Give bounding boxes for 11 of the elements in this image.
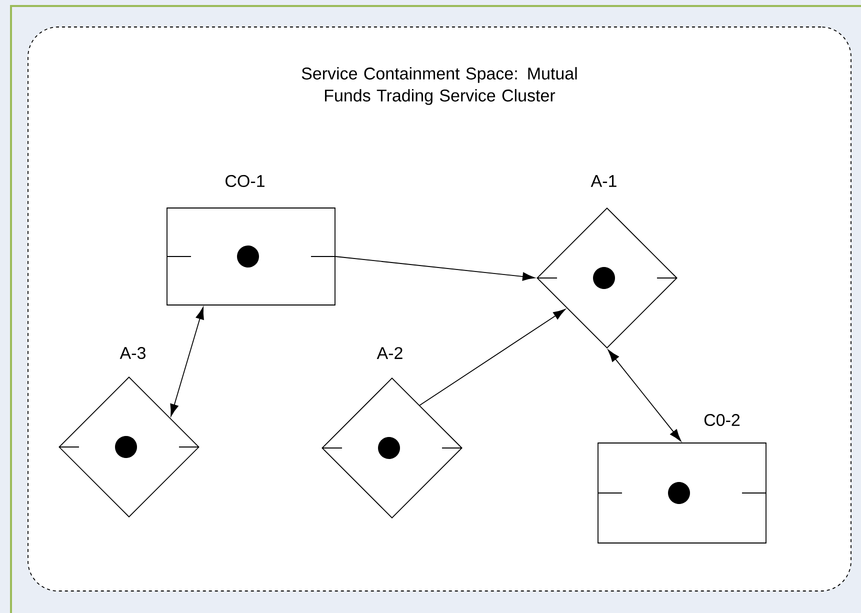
node-label: C0-2 (704, 414, 740, 426)
arrow (608, 350, 682, 442)
arrow (419, 309, 566, 406)
node-label: A-2 (376, 347, 402, 359)
arrow (335, 256, 535, 281)
node-label: CO-1 (226, 174, 264, 188)
component-box: CO-1 (166, 174, 336, 306)
component-box: C0-2 (598, 414, 766, 544)
node-label: A-3 (120, 346, 146, 360)
node-label: A-1 (590, 175, 616, 187)
arrow (170, 307, 204, 416)
